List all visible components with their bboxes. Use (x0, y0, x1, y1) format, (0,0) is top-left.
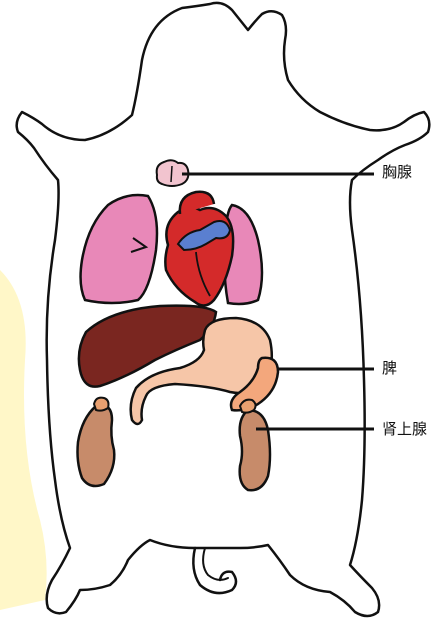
right-kidney (240, 410, 270, 490)
thymus-division (171, 166, 172, 182)
right-adrenal (240, 400, 256, 413)
label-spleen: 脾 (382, 361, 397, 376)
body-outline (17, 3, 430, 616)
label-thymus: 胸腺 (382, 165, 412, 180)
label-adrenal: 肾上腺 (382, 422, 427, 437)
left-adrenal (94, 398, 109, 411)
tail-outline (203, 548, 228, 580)
tail (193, 548, 236, 593)
watermark-shape (0, 270, 47, 610)
